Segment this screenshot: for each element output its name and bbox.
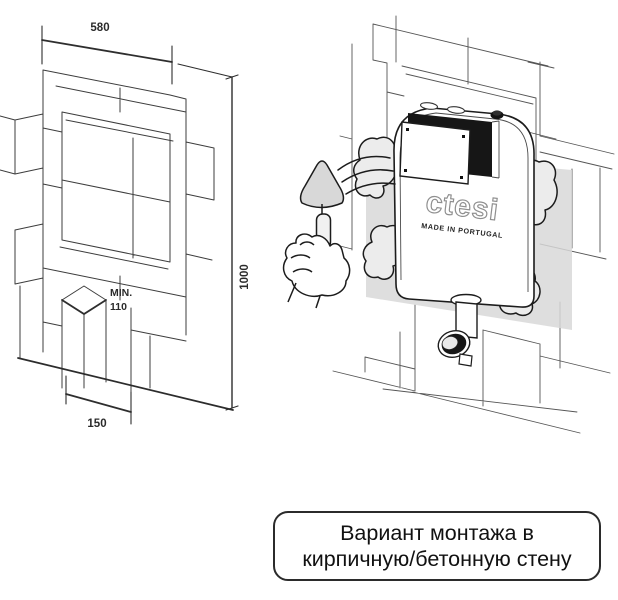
dim-150-label: 150 bbox=[87, 418, 106, 430]
pipe-bracket bbox=[458, 353, 473, 367]
dim-1000-label: 1000 bbox=[239, 264, 251, 290]
dimension-width-580: 580 bbox=[41, 22, 173, 85]
dim-min-depth-label: MIN. bbox=[110, 287, 132, 299]
pipe-body bbox=[455, 301, 478, 339]
channel-ledge-edge bbox=[61, 299, 107, 316]
dim-min-depth-value: 110 bbox=[110, 301, 127, 313]
dim-580-label: 580 bbox=[90, 22, 109, 34]
top-port-right bbox=[447, 106, 465, 114]
caption-line-1: Вариант монтажа в bbox=[340, 520, 534, 545]
dimension-height-1000: 1000 bbox=[177, 63, 251, 411]
concealed-cistern: ctesi MADE IN PORTUGAL bbox=[393, 102, 535, 308]
dimension-depth-min-110: MIN. 110 bbox=[110, 287, 132, 313]
top-port-left bbox=[420, 102, 438, 110]
access-panel bbox=[399, 121, 471, 185]
elbow-opening bbox=[441, 336, 459, 350]
hand-with-trowel bbox=[282, 155, 396, 309]
trowel-blade-icon bbox=[299, 160, 345, 209]
dimension-bottom-150: 150 bbox=[65, 375, 132, 430]
wall-niche-dimension-diagram: 580 1000 MIN. 110 150 bbox=[0, 22, 251, 430]
hand-knuckle-lines bbox=[290, 241, 315, 273]
cistern-installation-illustration: ctesi MADE IN PORTUGAL bbox=[282, 15, 615, 434]
hand-icon bbox=[282, 233, 351, 297]
wall-bottom-edge bbox=[17, 357, 234, 411]
niche-opening bbox=[59, 111, 174, 270]
brick-wall-lines bbox=[0, 69, 215, 389]
panel-screws bbox=[404, 128, 465, 179]
wrist-lines bbox=[287, 282, 321, 309]
caption-box: Вариант монтажа в кирпичную/бетонную сте… bbox=[273, 511, 601, 581]
opening-frame bbox=[491, 120, 500, 179]
inlet-knob-cap bbox=[492, 110, 502, 116]
caption-line-2: кирпичную/бетонную стену bbox=[302, 547, 572, 571]
drain-pipe bbox=[437, 293, 482, 367]
mortar-motion-lines bbox=[337, 155, 396, 195]
mortar-blob-left-bottom bbox=[362, 224, 406, 280]
